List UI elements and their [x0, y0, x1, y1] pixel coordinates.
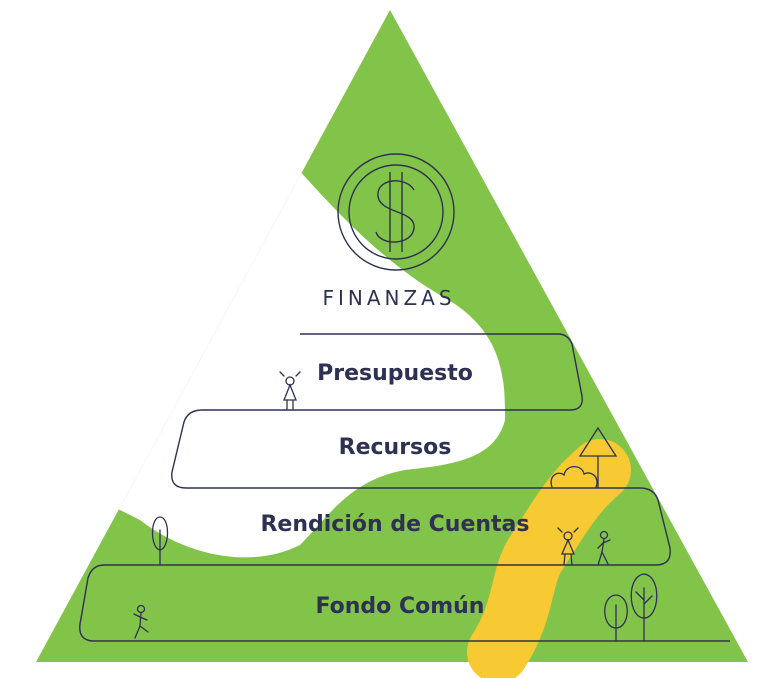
level-label-recursos: Recursos [339, 435, 452, 460]
runner-icon [133, 604, 149, 639]
cloud-icon [550, 465, 598, 488]
tree-icon [604, 594, 628, 642]
tree-icon [151, 516, 169, 566]
level-label-fondo: Fondo Común [316, 594, 485, 619]
tree-icon [630, 573, 658, 642]
level-band-fondo [79, 564, 730, 642]
level-label-rendicion: Rendición de Cuentas [260, 512, 529, 537]
level-band-presupuesto [226, 333, 583, 411]
dollar-icon [337, 153, 455, 271]
yellow-path [467, 439, 631, 678]
diagram-title: FINANZAS [322, 286, 455, 310]
mountain-icon [578, 426, 618, 489]
level-band-rendicion [104, 487, 671, 566]
level-label-presupuesto: Presupuesto [317, 361, 473, 386]
runner-icon [597, 530, 611, 566]
person-icon [279, 371, 301, 411]
level-band-recursos [171, 409, 620, 489]
person-icon [557, 527, 579, 566]
